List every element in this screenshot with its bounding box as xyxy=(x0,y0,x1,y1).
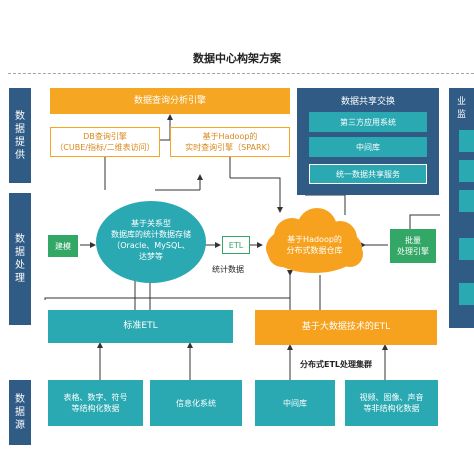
exchange-item-middle-db: 中间库 xyxy=(309,137,427,157)
side-label-source-text: 数据源 xyxy=(15,394,25,431)
middle-db-source-box: 中间库 xyxy=(255,380,335,426)
right-panel-char-2: 监 xyxy=(456,110,466,120)
batch-line2: 处理引擎 xyxy=(397,247,429,256)
db-engine-line1: DB查询引擎 xyxy=(83,132,127,141)
exchange-item-share-service: 统一数据共享服务 xyxy=(309,164,427,184)
hadoop-engine-line2: 实时查询引擎（SPARK） xyxy=(185,143,275,152)
structured-line2: 等结构化数据 xyxy=(71,404,120,413)
hadoop-store-text: 基于Hadoop的 分布式数据仓库 xyxy=(262,234,367,256)
relational-line4: 达梦等 xyxy=(139,252,163,261)
stat-data-label: 统计数据 xyxy=(212,265,244,274)
standard-etl-box: 标准ETL xyxy=(48,310,233,343)
unstructured-data-box: 视频、图像、声音 等非结构化数据 xyxy=(345,380,438,426)
hadoop-engine-line1: 基于Hadoop的 xyxy=(202,132,258,141)
relational-line2: 数据库的统计数据存储 xyxy=(111,230,191,239)
side-label-source: 数据源 xyxy=(9,380,31,445)
batch-engine-box: 批量 处理引擎 xyxy=(390,229,436,263)
relational-line3: （Oracle、MySQL、 xyxy=(112,241,190,250)
query-engine-box: 数据查询分析引擎 xyxy=(50,88,290,114)
side-label-process-text: 数据处理 xyxy=(15,234,25,284)
unstructured-line1: 视频、图像、声音 xyxy=(359,393,424,402)
etl-box: ETL xyxy=(222,236,250,254)
right-panel-block-1 xyxy=(459,130,474,152)
db-engine-line2: （CUBE/指标/二维表访问） xyxy=(55,143,155,152)
relational-store-ellipse xyxy=(96,201,206,283)
side-label-provide: 数据提供 xyxy=(9,88,31,183)
side-label-provide-text: 数据提供 xyxy=(15,110,25,161)
structured-line1: 表格、数字、符号 xyxy=(63,393,128,402)
bigdata-etl-box: 基于大数据技术的ETL xyxy=(255,310,437,345)
exchange-title: 数据共享交换 xyxy=(340,97,395,107)
page-title: 数据中心构架方案 xyxy=(193,52,281,65)
db-engine-box: DB查询引擎 （CUBE/指标/二维表访问） xyxy=(50,127,160,157)
batch-line1: 批量 xyxy=(405,236,421,245)
hadoop-store-cloud xyxy=(266,208,363,273)
etl-cluster-label: 分布式ETL处理集群 xyxy=(300,360,373,369)
structured-data-box: 表格、数字、符号 等结构化数据 xyxy=(48,380,143,426)
relational-store-text: 基于关系型 数据库的统计数据存储 （Oracle、MySQL、 达梦等 xyxy=(95,218,207,262)
hadoop-store-line1: 基于Hadoop的 xyxy=(287,235,342,244)
right-panel-block-5 xyxy=(459,283,474,305)
unstructured-line2: 等非结构化数据 xyxy=(363,404,420,413)
hadoop-engine-box: 基于Hadoop的 实时查询引擎（SPARK） xyxy=(170,127,290,157)
right-panel-block-3 xyxy=(459,190,474,212)
info-system-box: 信息化系统 xyxy=(150,380,242,426)
relational-line1: 基于关系型 xyxy=(131,219,171,228)
right-panel: 业 监 xyxy=(449,88,474,328)
right-panel-block-4 xyxy=(459,238,474,260)
exchange-item-third-party: 第三方应用系统 xyxy=(309,112,427,132)
side-label-process: 数据处理 xyxy=(9,193,31,325)
top-divider xyxy=(8,73,474,74)
right-panel-block-2 xyxy=(459,160,474,182)
right-panel-char-1: 业 xyxy=(456,97,466,107)
build-model-box: 建模 xyxy=(48,235,78,257)
hadoop-store-line2: 分布式数据仓库 xyxy=(286,246,343,255)
